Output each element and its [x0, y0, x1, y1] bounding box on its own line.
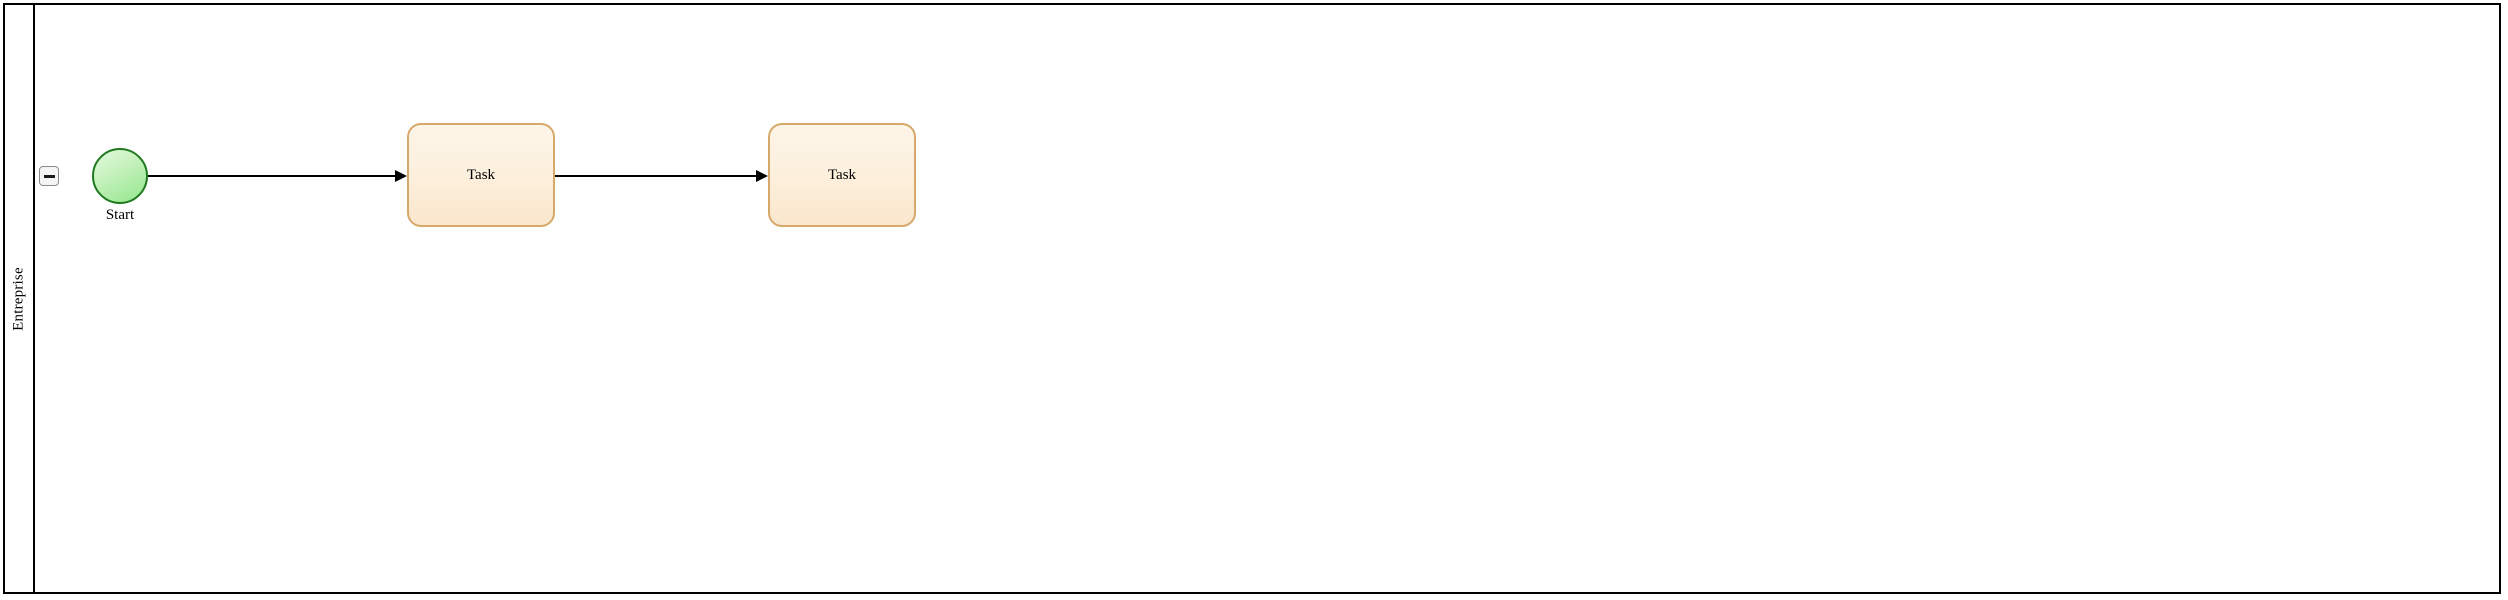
arrowhead-icon	[756, 170, 768, 182]
flow-line	[148, 175, 396, 177]
task-node-2[interactable]: Task	[768, 123, 916, 227]
task-node-1[interactable]: Task	[407, 123, 555, 227]
task-node-2-label: Task	[827, 166, 857, 183]
lane-header-entreprise[interactable]: Entreprise	[5, 5, 35, 592]
pool-entreprise[interactable]: Entreprise	[3, 3, 2501, 594]
task-node-1-label: Task	[466, 166, 496, 183]
start-event-label: Start	[105, 207, 135, 223]
start-event-node[interactable]	[92, 148, 148, 204]
lane-header-label: Entreprise	[10, 266, 27, 331]
flow-line	[555, 175, 757, 177]
minus-icon	[43, 174, 55, 178]
arrowhead-icon	[395, 170, 407, 182]
lane-collapse-button[interactable]	[39, 166, 59, 186]
lane-body	[37, 5, 2499, 592]
